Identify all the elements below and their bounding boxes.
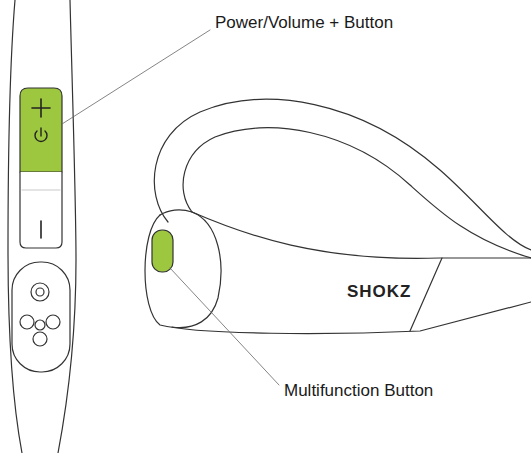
charging-contact bbox=[36, 288, 44, 296]
charging-contact bbox=[46, 315, 60, 329]
band-joint bbox=[410, 258, 442, 331]
minus-symbol bbox=[40, 221, 42, 238]
power-volume-button bbox=[20, 88, 62, 172]
earpiece-body bbox=[145, 215, 531, 333]
band-inner bbox=[183, 128, 531, 258]
volume-down-button bbox=[20, 172, 62, 248]
charging-port bbox=[12, 262, 70, 372]
charging-contact bbox=[31, 283, 49, 301]
band-edge bbox=[192, 212, 531, 258]
charging-contact bbox=[35, 320, 45, 330]
leader-line bbox=[170, 268, 279, 385]
callout-label: Multifunction Button bbox=[284, 381, 433, 401]
button-divider bbox=[22, 190, 60, 191]
multifunction-button bbox=[152, 230, 173, 272]
power-symbol bbox=[40, 128, 41, 136]
callout-label: Power/Volume + Button bbox=[215, 13, 393, 33]
leader-line bbox=[62, 30, 210, 124]
plus-symbol bbox=[40, 99, 42, 117]
charging-contact bbox=[33, 332, 47, 346]
charging-contact bbox=[20, 315, 34, 329]
brand-logo: SHOKZ bbox=[347, 282, 412, 302]
